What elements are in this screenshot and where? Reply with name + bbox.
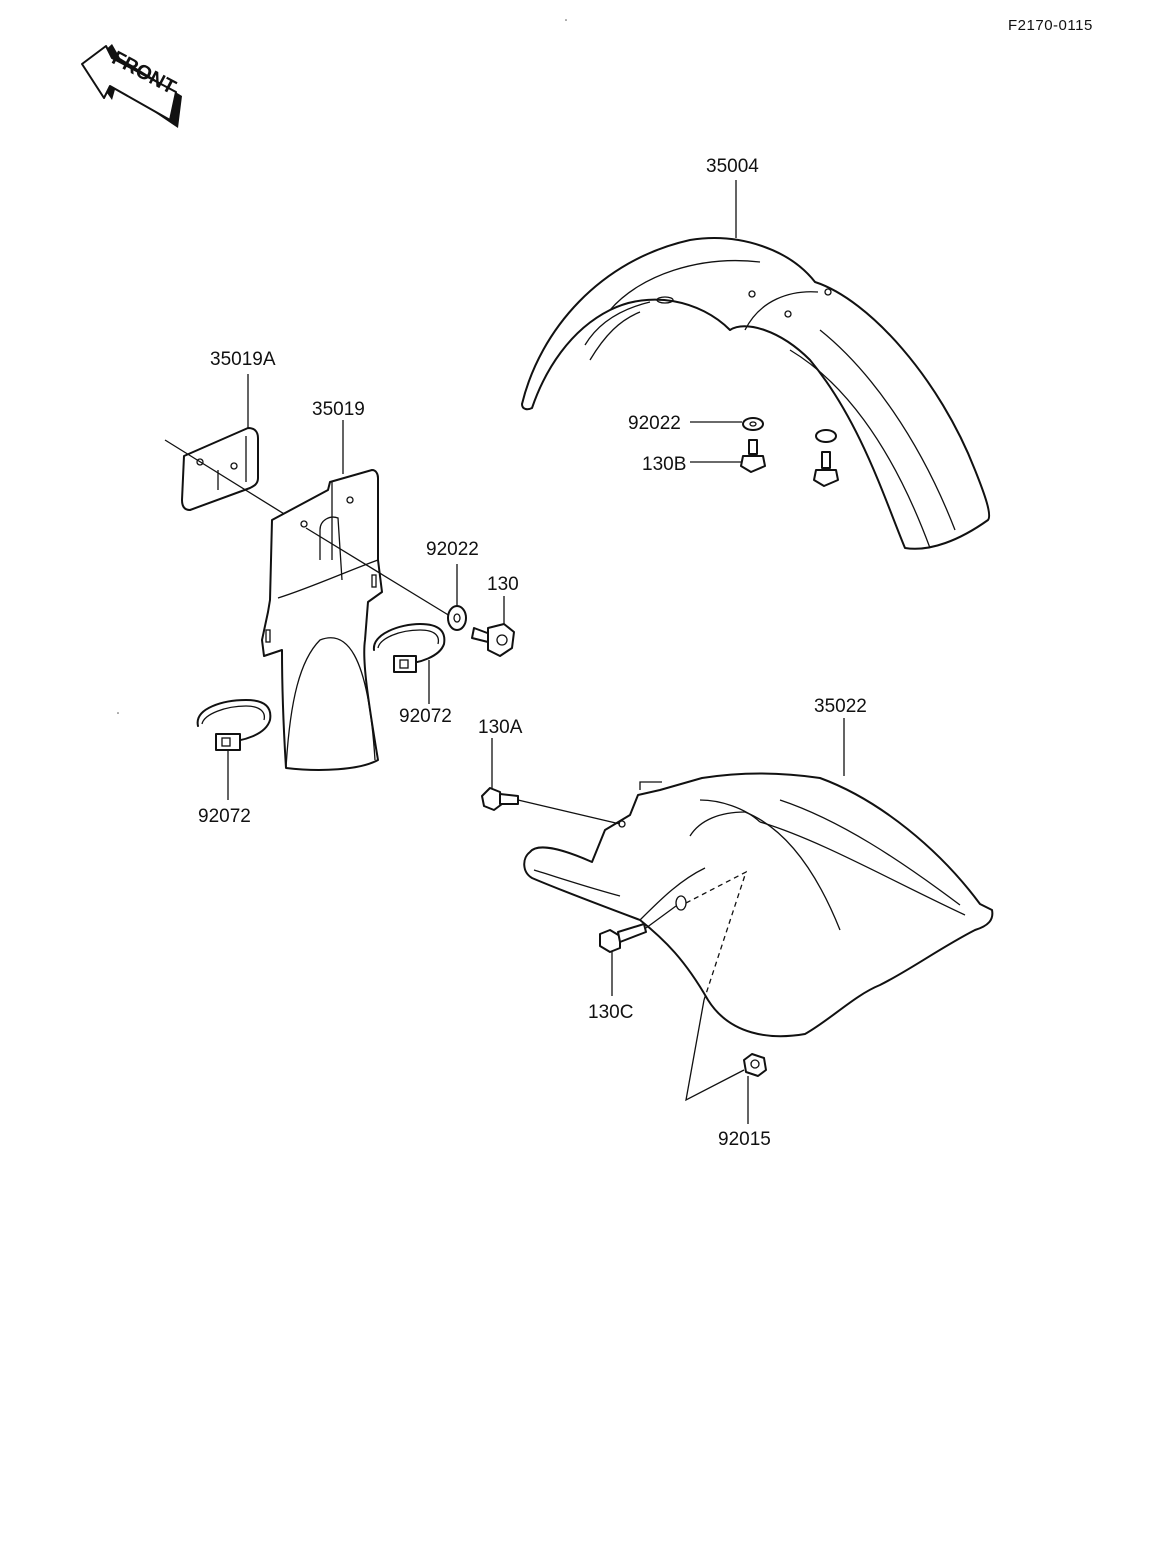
label-front-fender: 35004: [706, 156, 759, 177]
rear-fender: [523, 772, 994, 1038]
label-flap-bolt: 130: [487, 574, 519, 595]
label-front-washer: 92022: [628, 413, 681, 434]
doc-code: F2170-0115: [1008, 17, 1093, 34]
label-flap-washer: 92022: [426, 539, 479, 560]
front-bolt-icon: [740, 439, 839, 487]
clamp-lower-icon: [196, 699, 272, 751]
rear-flap: [261, 469, 383, 771]
label-rear-bolt-a: 130A: [478, 717, 523, 738]
speck: [117, 712, 119, 714]
front-washer-icon: [742, 417, 837, 443]
label-clamp-lower: 92072: [198, 806, 251, 827]
label-front-bolt: 130B: [642, 454, 686, 475]
rear-bolt-a-icon: [481, 787, 519, 811]
label-plate-reflector: 35019A: [210, 349, 276, 370]
label-rear-fender: 35022: [814, 696, 867, 717]
flap-washer-icon: [447, 605, 467, 631]
front-fender: [521, 237, 991, 550]
clamp-upper-icon: [372, 623, 446, 673]
label-clamp-upper: 92072: [399, 706, 452, 727]
label-rear-nut: 92015: [718, 1129, 771, 1150]
rear-nut-icon: [743, 1053, 767, 1077]
label-rear-bolt-c: 130C: [588, 1002, 633, 1023]
front-arrow-icon: FRONT: [81, 44, 182, 128]
speck: [565, 19, 567, 21]
reflector-plate: [181, 427, 259, 511]
rear-bolt-c-icon: [599, 923, 647, 953]
label-rear-flap: 35019: [312, 399, 365, 420]
flap-bolt-icon: [471, 623, 515, 657]
